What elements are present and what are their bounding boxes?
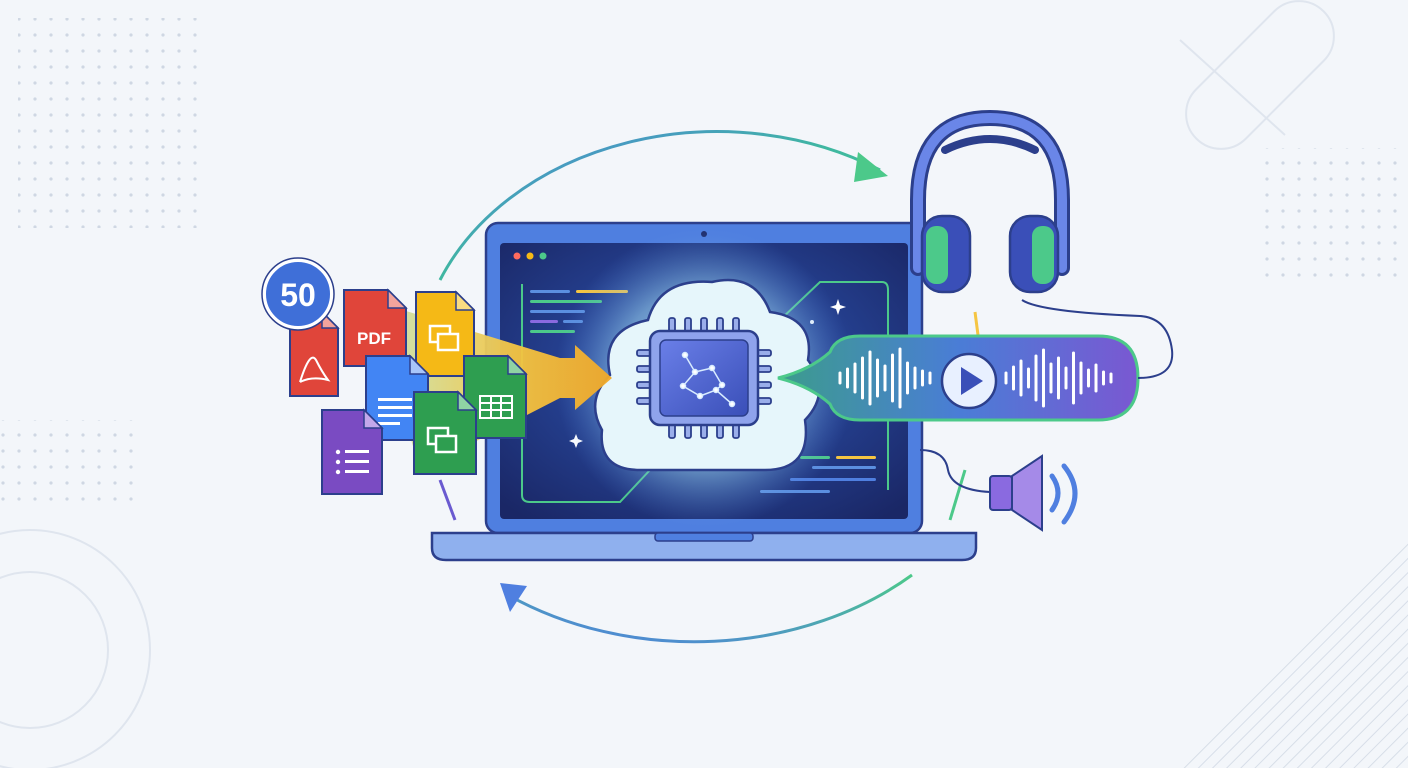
- headphones-icon: [910, 109, 1070, 294]
- dot-grid-top-left: [18, 18, 208, 228]
- audio-output: [777, 299, 1174, 493]
- acrobat-icon: [299, 356, 331, 383]
- laptop-notch: [654, 532, 754, 542]
- orbit-segment-right-yellow: [973, 311, 980, 336]
- pdf-file-front[interactable]: PDF: [343, 288, 408, 367]
- sheets-file[interactable]: [463, 354, 528, 439]
- rounded-rectangle-outline: [1185, 0, 1335, 150]
- waveform-bars-left: [838, 347, 932, 409]
- circuit-line-left: [521, 284, 651, 503]
- diagonal-stripes-corner: [1180, 540, 1408, 768]
- slides-file[interactable]: [415, 290, 476, 377]
- window-close-dot: [513, 252, 521, 260]
- pdf-label: PDF: [357, 329, 391, 348]
- speaker-icon: [989, 454, 1078, 532]
- concentric-circle-inner: [0, 571, 109, 729]
- window-maximize-dot: [539, 252, 547, 260]
- forms-list-icon: [335, 449, 369, 475]
- laptop-base: [430, 531, 978, 562]
- constellation-icon: [679, 351, 736, 408]
- play-icon: [961, 367, 983, 395]
- dot-grid-right: [1255, 148, 1405, 278]
- forms-file[interactable]: [321, 408, 384, 495]
- circuit-line-right: [779, 281, 889, 490]
- orbit-segment-left: [438, 479, 457, 521]
- concentric-circle-outer: [0, 529, 151, 768]
- ai-cloud: [555, 228, 855, 528]
- pdf-file-back: [289, 310, 340, 397]
- orbit-segment-right-green: [948, 469, 967, 521]
- file-count-badge: 50: [261, 257, 335, 331]
- arrowhead-bottom-icon: [500, 583, 527, 612]
- file-icons: PDF: [261, 257, 528, 495]
- window-minimize-dot: [526, 252, 534, 260]
- play-button[interactable]: [940, 352, 998, 410]
- file-count-text: 50: [280, 277, 316, 313]
- chip-core: [659, 339, 749, 417]
- chip-pins: [636, 317, 772, 439]
- sheets-grid-icon: [479, 395, 513, 419]
- slides-file-green[interactable]: [413, 390, 478, 475]
- arrowhead-top-icon: [854, 152, 888, 182]
- cycle-arrows: [438, 130, 980, 644]
- orbit-arc-top: [438, 130, 881, 281]
- dot-grid-left: [0, 420, 140, 510]
- headphone-cable: [1021, 299, 1174, 379]
- sound-wave-inner: [1049, 473, 1061, 513]
- docs-lines-icon: [378, 398, 412, 425]
- speaker-cable: [919, 449, 991, 493]
- decorative-line: [1179, 39, 1286, 136]
- orbit-arc-bottom: [507, 573, 913, 644]
- waveform-bars-right: [1004, 348, 1113, 408]
- sound-wave-outer: [1061, 463, 1078, 525]
